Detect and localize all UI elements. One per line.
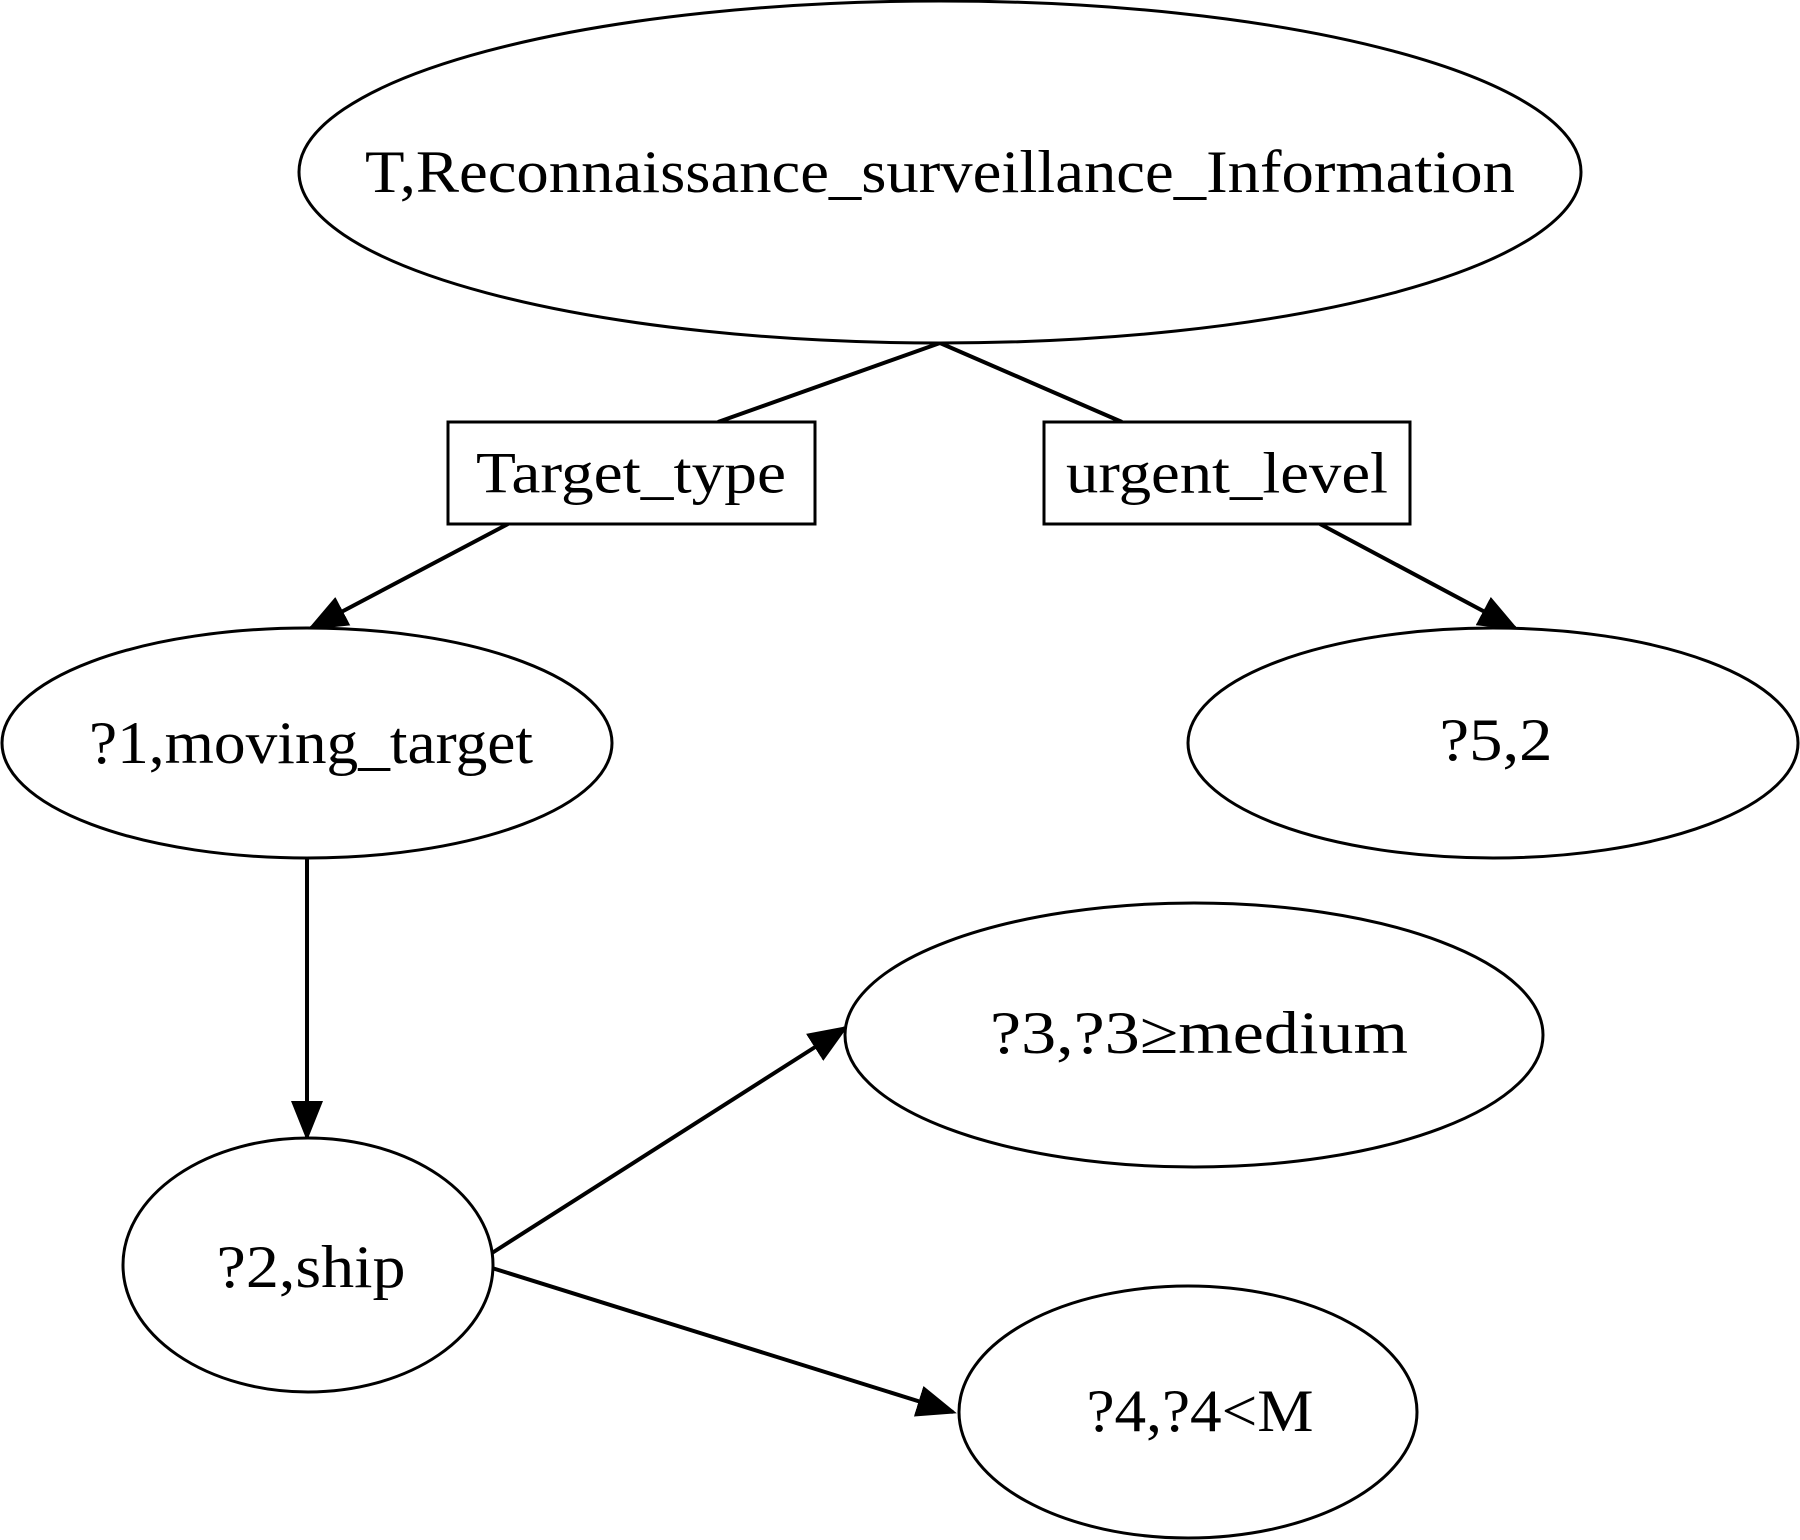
node-root-label: T,Reconnaissance_surveillance_Informatio… <box>365 139 1515 205</box>
relation-urgent-level-box <box>1042 420 1412 526</box>
node-urgency-value-label: ?5,2 <box>1440 707 1553 773</box>
node-ship: ?2,ship <box>121 1136 495 1394</box>
node-urgency-value: ?5,2 <box>1186 626 1800 860</box>
edge-root-to-target-type <box>717 341 941 424</box>
relation-target-type: Target_type <box>446 420 817 526</box>
relation-target-type-label: Target_type <box>476 441 786 506</box>
node-length-m: ?4,?4<M <box>957 1284 1419 1540</box>
edge-target-type-to-moving-target <box>307 522 509 630</box>
edge-root-to-urgent-level <box>939 341 1123 424</box>
node-root-shape <box>297 0 1583 345</box>
edge-ship-to-size-medium <box>490 1025 849 1255</box>
node-size-medium-label: ?3,?3≥medium <box>990 1000 1408 1066</box>
relation-urgent-level: urgent_level <box>1042 420 1412 526</box>
node-ship-shape <box>121 1136 495 1394</box>
node-length-m-shape <box>957 1284 1419 1540</box>
relation-target-type-box <box>446 420 817 526</box>
edge-ship-to-length-m <box>491 1266 957 1417</box>
node-length-m-label: ?4,?4<M <box>1087 1378 1314 1444</box>
node-moving-target-label: ?1,moving_target <box>89 710 533 776</box>
relation-urgent-level-label: urgent_level <box>1066 441 1388 506</box>
node-moving-target-shape <box>0 626 614 860</box>
node-moving-target: ?1,moving_target <box>0 626 614 860</box>
node-size-medium-shape <box>843 901 1545 1169</box>
node-root: T,Reconnaissance_surveillance_Informatio… <box>297 0 1583 345</box>
node-urgency-value-shape <box>1186 626 1800 860</box>
node-size-medium: ?3,?3≥medium <box>843 901 1545 1169</box>
edge-urgent-level-to-urgency-value <box>1319 522 1519 630</box>
node-ship-label: ?2,ship <box>217 1234 406 1300</box>
